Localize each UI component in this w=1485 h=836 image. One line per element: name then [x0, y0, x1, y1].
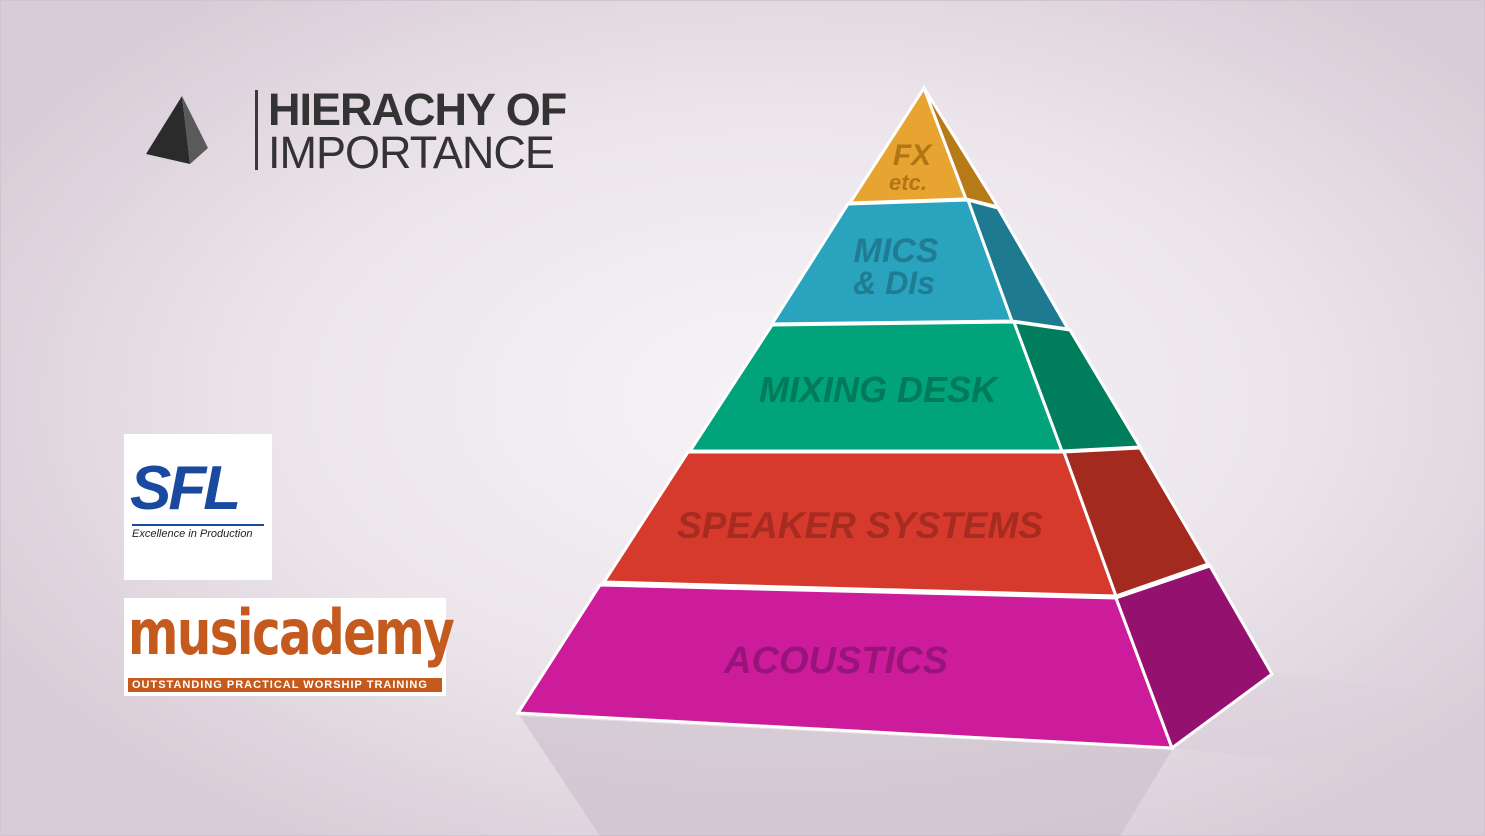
sfl-logo-rule: [132, 524, 264, 526]
musicademy-logo-strip: [128, 678, 442, 692]
title-line-2: IMPORTANCE: [268, 127, 555, 178]
sfl-logo: SFL Excellence in Production: [124, 434, 272, 580]
fx-label: FX: [893, 139, 933, 172]
musicademy-logo-name: musicademy: [128, 596, 455, 669]
acoustics-label: ACOUSTICS: [723, 640, 948, 682]
speaker-systems-label: SPEAKER SYSTEMS: [677, 505, 1043, 546]
acoustics-side: [1114, 564, 1274, 751]
pyramid-icon: [146, 96, 208, 164]
mixing-desk-label: MIXING DESK: [759, 369, 1000, 410]
mics-label: MICS: [854, 232, 939, 270]
sfl-logo-name: SFL: [130, 454, 241, 523]
musicademy-logo: musicademy OUTSTANDING PRACTICAL WORSHIP…: [124, 598, 455, 696]
title-divider: [255, 90, 258, 170]
title-line-1: HIERACHY OF: [268, 84, 567, 135]
fx-side: [922, 87, 1002, 210]
musicademy-logo-tagline: OUTSTANDING PRACTICAL WORSHIP TRAINING: [132, 679, 428, 691]
fx-sublabel: etc.: [889, 170, 927, 195]
mics-sublabel: & DIs: [853, 265, 935, 301]
sfl-logo-tagline: Excellence in Production: [132, 528, 253, 540]
pyramid-shadow-base: [520, 716, 1172, 836]
